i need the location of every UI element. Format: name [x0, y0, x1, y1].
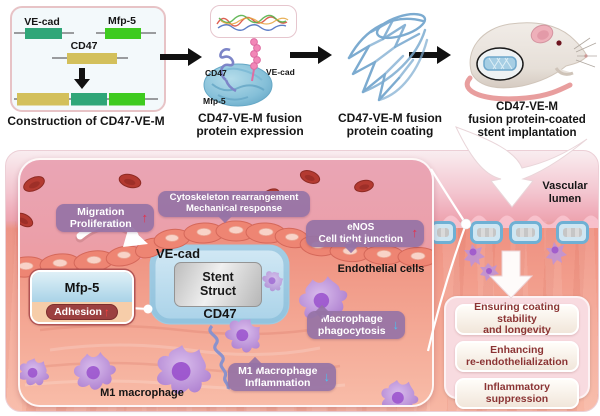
label-vascular-line2: lumen: [548, 192, 582, 205]
mfp5-box-title: Mfp-5: [32, 272, 132, 302]
badge-phagocytosis-line2: phagocytosis: [317, 325, 386, 338]
badge-enos-line2: Cell tight junction: [318, 233, 403, 245]
gene-construct-diagram: VE-cad Mfp-5 CD47: [14, 15, 158, 106]
caption-coating-line2: protein coating: [346, 124, 434, 139]
mfp5-box-bottom: Adhesion ↑: [32, 302, 132, 322]
label-vascular-line1: Vascular: [542, 180, 588, 192]
gene-construction-box: VE-cad Mfp-5 CD47: [10, 6, 166, 112]
up-arrow-icon: ↑: [141, 209, 149, 225]
red-blood-cells: [20, 170, 374, 228]
blob-label-cd47: CD47: [205, 68, 227, 78]
gene-segment-cd47: [67, 53, 117, 64]
mouse-eye: [556, 40, 562, 46]
badge-migration-line2: Proliferation: [69, 218, 132, 231]
adhesion-pill: Adhesion ↑: [46, 304, 118, 320]
badge-cytoskeleton-line2: Mechanical response: [185, 202, 283, 214]
cd47-tail-coil: [208, 324, 230, 390]
mechanism-panel: VE-cad Stent Struct CD47 Mfp-5 Adhesion …: [18, 158, 434, 407]
badge-cytoskeleton-line1: Cytoskeleton rearrangement: [169, 192, 299, 203]
caption-implantation-line2: fusion protein-coated: [468, 113, 586, 126]
outcome-box: Enhancing re-endothelialization: [455, 341, 579, 372]
gene-segment-ve-cad: [25, 28, 62, 39]
caption-implantation: CD47-VE-M fusion protein-coated stent im…: [460, 101, 594, 140]
outcome-2-line1: Enhancing: [490, 343, 544, 356]
mouse-whiskers: [573, 37, 597, 68]
outcome-1-line2: and longevity: [483, 324, 551, 337]
mouse-illustration: [464, 22, 597, 102]
wall-macrophages: [464, 242, 567, 281]
gene-label-mfp5: Mfp-5: [108, 15, 136, 27]
caption-implantation-line1: CD47-VE-M: [496, 101, 558, 113]
adhesion-label: Adhesion: [54, 306, 102, 318]
mouse-tail: [464, 75, 573, 102]
outcome-box: Inflammatory suppression: [455, 378, 579, 409]
caption-expression-line2: protein expression: [196, 124, 304, 139]
outcome-3-line1: Inflammatory: [484, 380, 550, 393]
outcome-box: Ensuring coating stability and longevity: [455, 300, 579, 337]
stent-strut: [509, 221, 542, 244]
gene-label-ve-cad: VE-cad: [24, 16, 60, 28]
label-vascular-lumen: Vascular lumen: [534, 180, 596, 205]
caption-coating-line1: CD47-VE-M fusion: [337, 111, 442, 125]
m1-macrophages: [20, 271, 419, 405]
protein-ribbon-icon: [216, 14, 289, 31]
up-arrow-icon: ↑: [411, 225, 419, 241]
label-endothelial-cells: Endothelial cells: [337, 263, 425, 275]
stent-struct-box: Stent Struct: [174, 262, 262, 307]
badge-enos-line1: eNOS: [347, 222, 375, 233]
gene-segment-mfp5: [105, 28, 141, 39]
label-m1-macrophage: M1 macrophage: [100, 387, 184, 399]
stent-struct-line1: Stent: [202, 269, 234, 284]
outcome-3-line2: suppression: [485, 392, 549, 405]
mouse-inner-ear: [537, 30, 549, 40]
badge-migration-line1: Migration: [77, 206, 125, 218]
macrophage-icon: [546, 242, 567, 265]
down-arrow-icon: ↓: [323, 368, 331, 384]
caption-expression: CD47-VE-M fusion protein expression: [187, 111, 313, 139]
construct-segment-ve-cad: [71, 93, 107, 106]
badge-cytoskeleton: Cytoskeleton rearrangement Mechanical re…: [158, 191, 310, 223]
macrophage-icon: [464, 244, 485, 267]
mfp5-adhesion-box: Mfp-5 Adhesion ↑: [30, 270, 134, 324]
outcome-2-line2: re-endothelialization: [465, 355, 569, 368]
outcome-1-line1: Ensuring coating stability: [474, 300, 560, 325]
step-arrow-icon: [290, 46, 332, 64]
badge-macrophage-phagocytosis: Macrophage phagocytosis ↓: [307, 304, 405, 340]
cd47-coil-icon: [219, 48, 237, 93]
stent-struct-line2: Struct: [199, 283, 237, 298]
step-arrow-icon: [160, 48, 202, 66]
up-arrow-icon: ↑: [103, 305, 110, 319]
stent-label-cd47: CD47: [203, 306, 237, 321]
caption-coating: CD47-VE-M fusion protein coating: [330, 111, 450, 139]
outcomes-panel: Ensuring coating stability and longevity…: [444, 296, 590, 409]
badge-m1-inflammation: M1 Macrophage Inflammation ↓: [228, 356, 336, 392]
caption-construction: Construction of CD47-VE-M: [7, 114, 165, 128]
badge-migration-proliferation: Migration Proliferation ↑: [56, 204, 154, 233]
stent-label-ve-cad: VE-cad: [156, 246, 201, 261]
down-arrow-icon: [74, 68, 90, 89]
fusion-protein-illustration: CD47 VE-cad Mfp-5: [203, 38, 295, 107]
badge-phagocytosis-line1: Macrophage: [320, 313, 383, 325]
callout-dot: [143, 304, 153, 314]
blob-label-mfp5: Mfp-5: [203, 96, 226, 106]
construct-segment-mfp5: [109, 93, 145, 106]
caption-implantation-line3: stent implantation: [477, 126, 577, 139]
badge-inflammation-line2: Inflammation: [245, 377, 311, 390]
gene-label-cd47: CD47: [71, 40, 98, 52]
down-arrow-icon: ↓: [392, 316, 400, 332]
ve-cad-beads-icon: [250, 38, 261, 82]
protein-ribbon-thumbnail: [210, 5, 297, 38]
stent-strut: [470, 221, 503, 244]
mouse-paw: [554, 67, 574, 76]
caption-expression-line1: CD47-VE-M fusion: [197, 111, 302, 125]
stent-mesh-illustration: [347, 12, 429, 102]
implanted-stent-icon: [483, 56, 517, 71]
badge-enos: eNOS Cell tight junction ↑: [306, 220, 424, 254]
cell-nuclei: [20, 226, 426, 270]
stent-strut: [556, 221, 589, 244]
blob-label-ve-cad: VE-cad: [266, 67, 295, 77]
construct-segment-cd47: [17, 93, 69, 106]
endothelial-layer: [20, 220, 432, 278]
badge-inflammation-line1: M1 Macrophage: [238, 365, 318, 377]
